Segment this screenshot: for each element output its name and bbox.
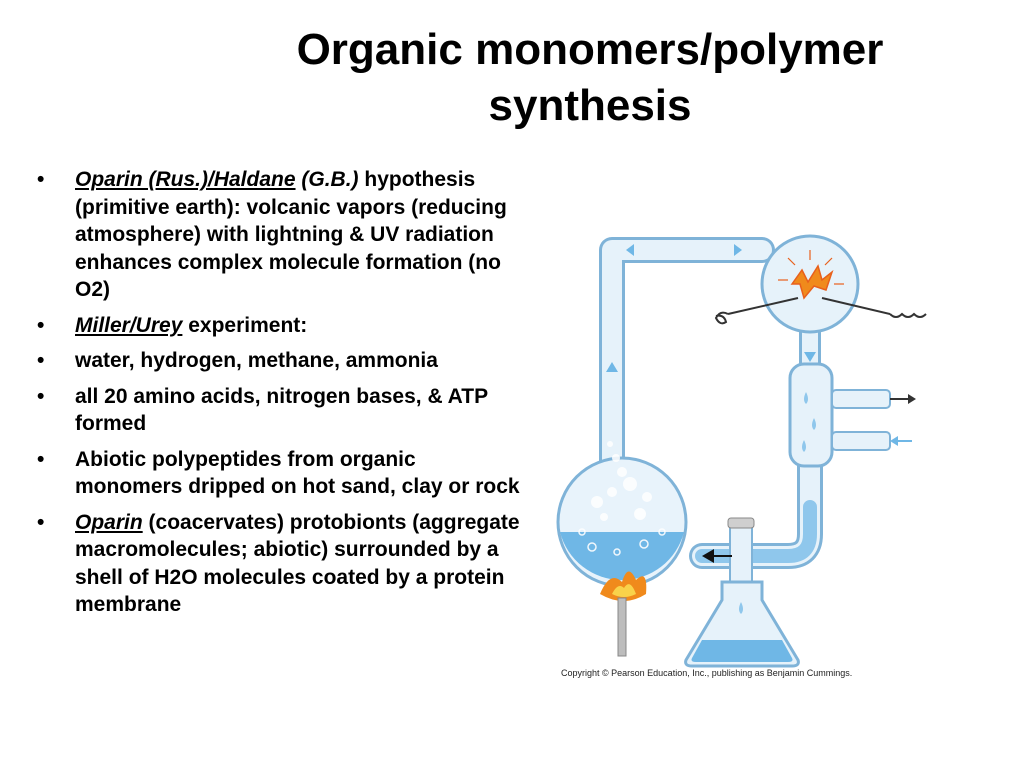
- electrodes: [714, 297, 927, 325]
- bullet-list: Oparin (Rus.)/Haldane (G.B.) hypothesis …: [30, 166, 525, 627]
- burner-flame: [600, 571, 647, 657]
- bullet-text: experiment:: [182, 313, 308, 337]
- slide-title: Organic monomers/polymer synthesis: [230, 22, 950, 134]
- miller-urey-apparatus-illustration: [556, 234, 927, 668]
- bullet-emphasis: Oparin (Rus.)/Haldane: [75, 168, 296, 191]
- bullet-text: Abiotic polypeptides from organic monome…: [75, 447, 520, 499]
- bullet-item: all 20 amino acids, nitrogen bases, & AT…: [30, 383, 525, 438]
- glass-tube-return: [689, 449, 823, 569]
- bullet-text: hypothesis (primitive earth): volcanic v…: [75, 168, 507, 301]
- condenser: [788, 362, 916, 468]
- bullet-item: Oparin (Rus.)/Haldane (G.B.) hypothesis …: [30, 166, 525, 304]
- bullet-item: Oparin (coacervates) protobionts (aggreg…: [30, 509, 525, 619]
- title-line-1: Organic monomers/polymer: [296, 25, 884, 74]
- boiling-flask: [556, 441, 688, 588]
- flow-arrows: [606, 244, 816, 563]
- bullet-emphasis-suffix: (G.B.): [295, 168, 359, 191]
- bullet-emphasis: Oparin: [75, 510, 143, 534]
- bullet-item: Abiotic polypeptides from organic monome…: [30, 446, 525, 501]
- figure-copyright: Copyright © Pearson Education, Inc., pub…: [561, 668, 853, 678]
- bullet-text: (coacervates) protobionts (aggregate mac…: [75, 510, 520, 617]
- bullet-text: all 20 amino acids, nitrogen bases, & AT…: [75, 384, 488, 436]
- bullet-emphasis: Miller/Urey: [75, 313, 183, 337]
- bullet-item: Miller/Urey experiment:: [30, 312, 525, 340]
- title-line-2: synthesis: [488, 81, 692, 130]
- spark-chamber-flask: [760, 234, 860, 334]
- bullet-text: water, hydrogen, methane, ammonia: [75, 349, 438, 372]
- bullet-item: water, hydrogen, methane, ammonia: [30, 347, 525, 375]
- collection-flask: [684, 517, 800, 668]
